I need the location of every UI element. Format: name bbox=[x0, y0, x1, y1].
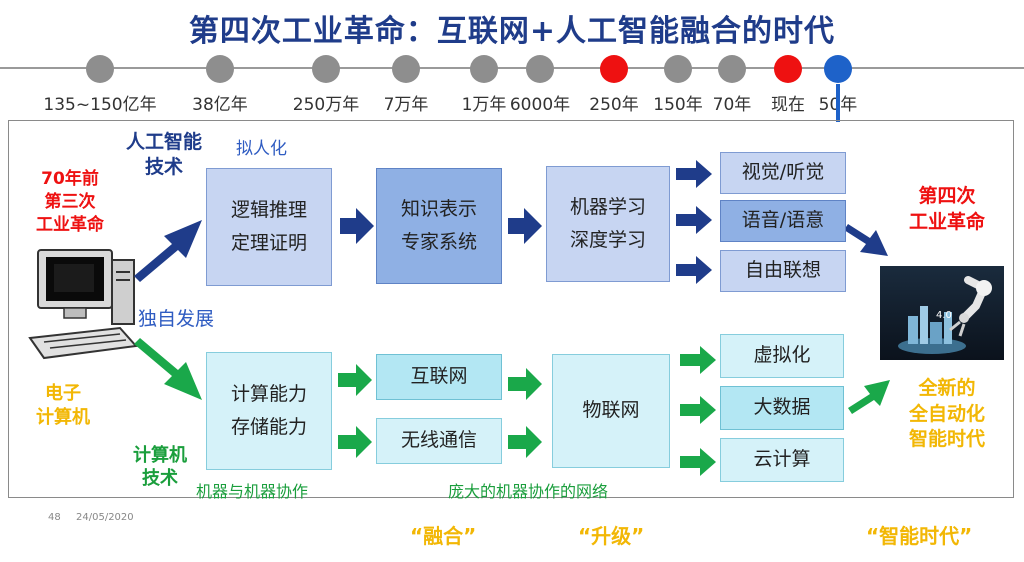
ai-branch-arrow bbox=[134, 220, 202, 282]
right-arrow-icon bbox=[680, 346, 716, 374]
right-arrow-icon bbox=[676, 206, 712, 234]
anthropomorphic-label: 拟人化 bbox=[236, 139, 287, 159]
ai-output-box: 自由联想 bbox=[720, 250, 846, 292]
right-arrow-icon bbox=[508, 368, 542, 400]
robot-arm-image: 4.0 bbox=[880, 266, 1004, 360]
computing-capacity-box: 计算能力 存储能力 bbox=[206, 352, 332, 470]
bottom-smart-era: “智能时代” bbox=[866, 524, 973, 548]
ai-merge-arrow bbox=[846, 224, 888, 256]
timeline-label: 250年 bbox=[589, 95, 639, 115]
timeline-label: 7万年 bbox=[383, 95, 429, 115]
right-arrow-icon bbox=[676, 160, 712, 188]
internet-box: 互联网 bbox=[376, 354, 502, 400]
timeline-dot bbox=[526, 55, 554, 83]
timeline-dot bbox=[774, 55, 802, 83]
comp-output-box: 大数据 bbox=[720, 386, 844, 430]
third-revolution-label: 70年前 第三次 工业革命 bbox=[36, 169, 104, 235]
right-arrow-icon bbox=[680, 448, 716, 476]
bottom-fusion: “融合” bbox=[410, 524, 477, 548]
comp-output-box: 云计算 bbox=[720, 438, 844, 482]
independent-label: 独自发展 bbox=[138, 308, 215, 330]
ai-output-box: 语音/语意 bbox=[720, 200, 846, 242]
timeline-dot bbox=[86, 55, 114, 83]
footer-date: 24/05/2020 bbox=[76, 512, 134, 523]
computer-label: 电子 计算机 bbox=[36, 383, 90, 429]
ai-tech-label: 人工智能 技术 bbox=[125, 131, 202, 178]
timeline-label: 70年 bbox=[712, 95, 752, 115]
iot-box: 物联网 bbox=[552, 354, 670, 468]
expert-system-box: 知识表示 专家系统 bbox=[376, 168, 502, 284]
timeline-label: 38亿年 bbox=[192, 95, 248, 115]
comp-output-box: 虚拟化 bbox=[720, 334, 844, 378]
computing-branch-arrow bbox=[134, 338, 202, 400]
timeline-dot bbox=[718, 55, 746, 83]
timeline-label: 1万年 bbox=[461, 95, 507, 115]
timeline-dot bbox=[206, 55, 234, 83]
computer-icon bbox=[28, 249, 139, 360]
diagram-frame bbox=[8, 120, 1014, 498]
right-arrow-icon bbox=[680, 396, 716, 424]
new-era-label: 全新的 全自动化 智能时代 bbox=[908, 377, 985, 451]
timeline-label: 150年 bbox=[653, 95, 703, 115]
right-arrow-icon bbox=[338, 364, 372, 396]
fourth-revolution-label: 第四次 工业革命 bbox=[908, 185, 985, 233]
computer-tech-label: 计算机 技术 bbox=[133, 445, 187, 490]
timeline-dot bbox=[824, 55, 852, 83]
timeline-dot bbox=[600, 55, 628, 83]
right-arrow-icon bbox=[508, 208, 542, 244]
timeline-now-marker bbox=[836, 84, 840, 122]
timeline-label: 6000年 bbox=[509, 95, 571, 115]
comp-merge-arrow bbox=[848, 380, 890, 414]
timeline-label: 现在 bbox=[771, 95, 805, 115]
timeline-dot bbox=[392, 55, 420, 83]
timeline-dot bbox=[312, 55, 340, 83]
timeline-dot bbox=[664, 55, 692, 83]
timeline-dot bbox=[470, 55, 498, 83]
timeline-label: 250万年 bbox=[292, 95, 360, 115]
right-arrow-icon bbox=[676, 256, 712, 284]
bottom-upgrade: “升级” bbox=[578, 524, 645, 548]
network-collab-label: 庞大的机器协作的网络 bbox=[448, 482, 609, 501]
page-title: 第四次工业革命：互联网+人工智能融合的时代 bbox=[188, 14, 836, 49]
right-arrow-icon bbox=[508, 426, 542, 458]
ai-output-box: 视觉/听觉 bbox=[720, 152, 846, 194]
svg-text:4.0: 4.0 bbox=[936, 310, 952, 321]
right-arrow-icon bbox=[340, 208, 374, 244]
timeline-label: 135~150亿年 bbox=[43, 95, 157, 115]
machine-collab-label: 机器与机器协作 bbox=[196, 482, 309, 501]
wireless-box: 无线通信 bbox=[376, 418, 502, 464]
machine-learning-box: 机器学习 深度学习 bbox=[546, 166, 670, 282]
page-number: 48 bbox=[48, 512, 61, 523]
timeline-line bbox=[0, 67, 1024, 69]
right-arrow-icon bbox=[338, 426, 372, 458]
logic-reasoning-box: 逻辑推理 定理证明 bbox=[206, 168, 332, 286]
